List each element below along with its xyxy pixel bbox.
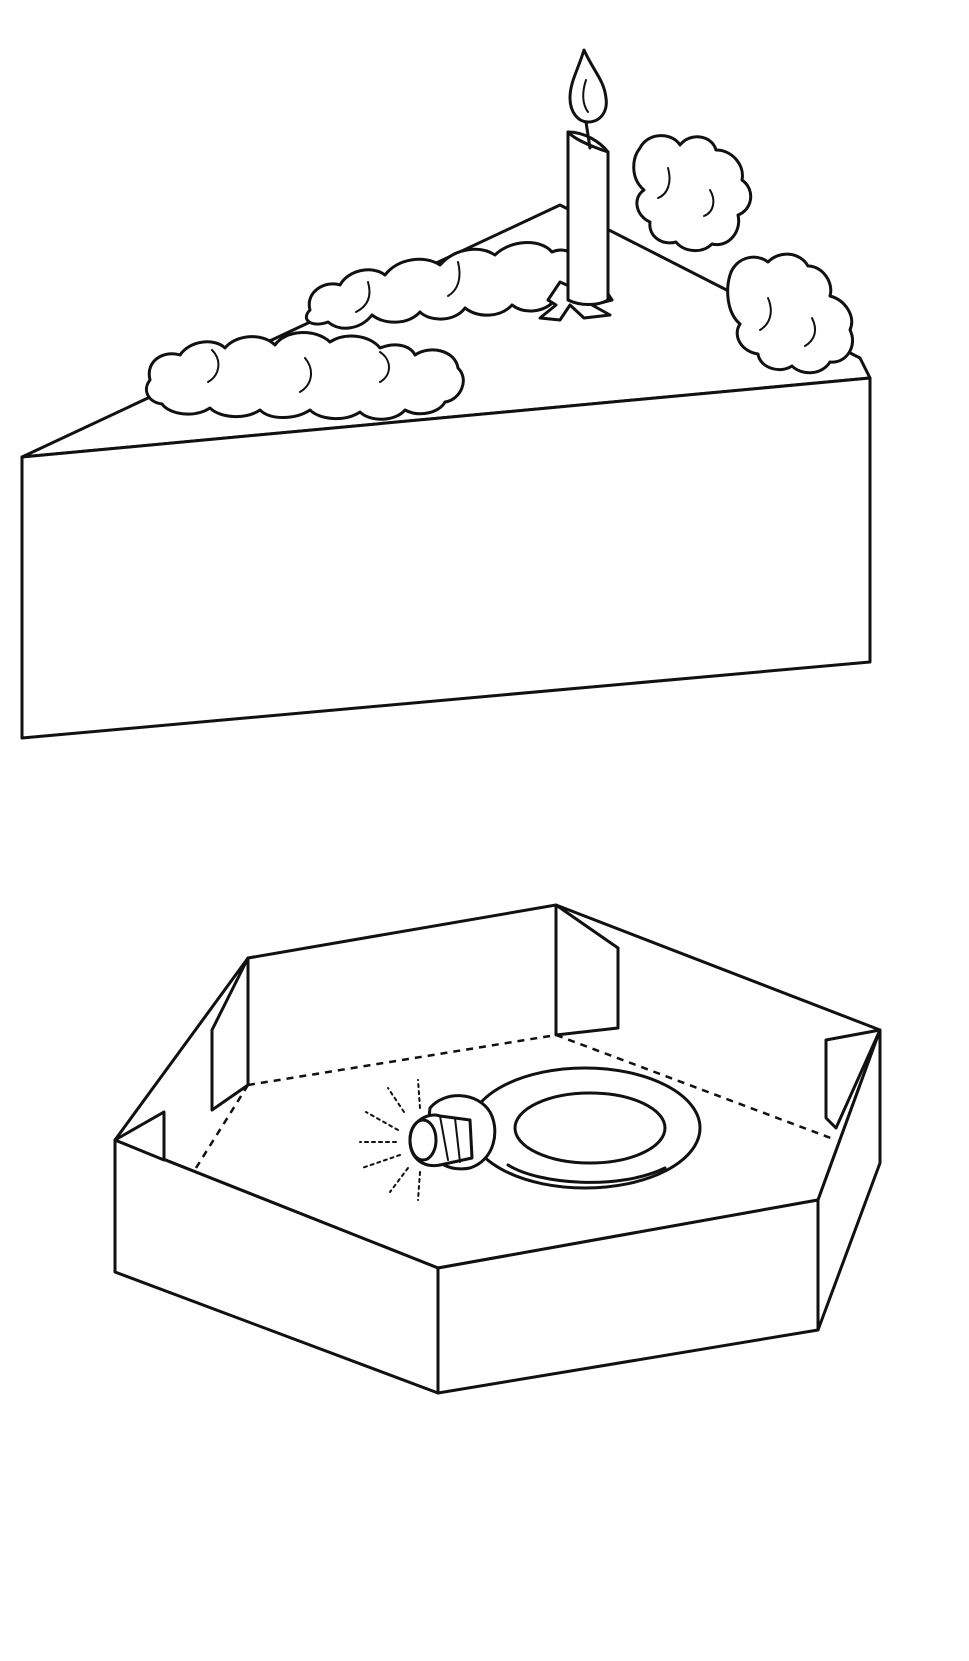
candle xyxy=(566,120,610,306)
box-wall-front-right xyxy=(436,1198,820,1395)
frosting-left xyxy=(145,331,465,421)
box-flap-right xyxy=(824,1028,882,1130)
sparkle-icon xyxy=(359,1079,421,1201)
ring xyxy=(468,1066,702,1190)
candle-body xyxy=(566,130,610,306)
ring-band-inner xyxy=(513,1091,667,1165)
box-wall-front-left xyxy=(113,1138,440,1395)
hidden-edges xyxy=(194,905,837,1169)
cake-slice xyxy=(20,48,872,740)
frosting-right xyxy=(632,134,854,375)
cake-front-face xyxy=(20,376,872,740)
frosting-blob xyxy=(726,252,854,375)
flame-outer xyxy=(568,48,608,124)
ring-gem xyxy=(408,1094,497,1171)
ring-box xyxy=(113,903,882,1395)
box-flap-back xyxy=(554,903,620,1037)
box-wall-right xyxy=(816,1028,882,1332)
candle-flame xyxy=(568,48,608,124)
frosting-blob xyxy=(632,134,753,252)
box-flap-front xyxy=(113,1110,166,1162)
